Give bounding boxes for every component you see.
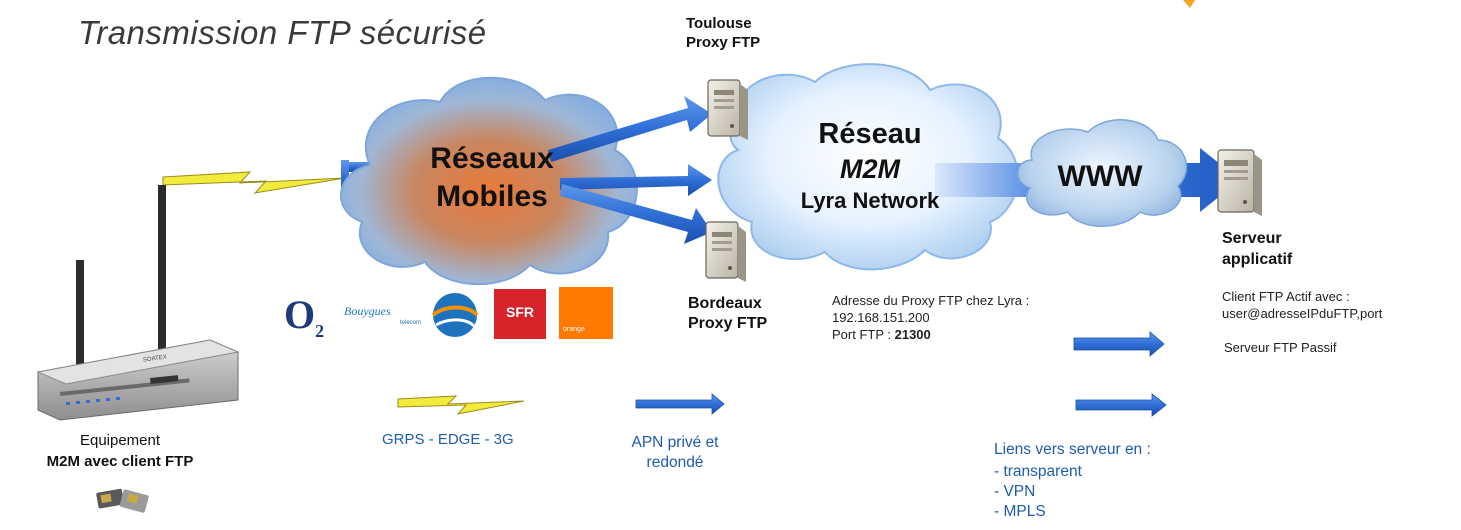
orange-logo [559, 287, 613, 339]
device-line1: Equipement [79, 432, 161, 449]
links-item-vpn: - VPN [994, 483, 1036, 500]
links-title: Liens vers serveur en : [994, 441, 1151, 458]
toulouse-line1: Toulouse [686, 15, 752, 32]
proxy-address-info: Adresse du Proxy FTP chez Lyra : 192.168… [832, 292, 1029, 343]
m2m-network-line3: Lyra Network [800, 188, 940, 213]
o2-subscript: 2 [315, 321, 325, 341]
proxy-address-ip: 192.168.151.200 [832, 310, 930, 325]
mobile-network-label: Réseaux Mobiles [392, 140, 592, 216]
server-line1: Serveur [1222, 230, 1282, 247]
o2-letter: O [284, 292, 316, 337]
o2-logo: O2 [284, 291, 324, 342]
server-client-line2: user@adresseIPduFTP,port [1222, 306, 1383, 321]
bordeaux-proxy-label: Bordeaux Proxy FTP [688, 294, 798, 334]
links-list: - transparent - VPN - MPLS [994, 462, 1082, 522]
bouygues-logo [431, 293, 479, 337]
links-item-transparent: - transparent [994, 463, 1082, 480]
server-client-info: Client FTP Actif avec : user@adresseIPdu… [1222, 288, 1382, 322]
bordeaux-proxy-server-icon [705, 221, 746, 282]
bouygues-subtext: telecom [400, 320, 422, 326]
orange-text: orange [563, 326, 585, 333]
mobile-network-line1: Réseaux [430, 142, 554, 175]
proxy-arrow-icon [1073, 331, 1165, 357]
m2m-network-cloud [717, 63, 1019, 271]
bordeaux-line1: Bordeaux [688, 295, 762, 312]
radio-technologies-label: GRPS - EDGE - 3G [382, 431, 514, 448]
toulouse-proxy-label: Toulouse Proxy FTP [686, 14, 796, 52]
proxy-port-value: 21300 [894, 327, 931, 342]
proxy-port-label: Port FTP : [832, 327, 895, 342]
m2m-device-label: Equipement M2M avec client FTP [10, 430, 230, 472]
m2m-device-icon [36, 185, 240, 421]
sfr-logo [494, 289, 546, 339]
m2m-network-line1: Réseau [818, 118, 922, 150]
radio-link-lightning-icon [162, 171, 346, 194]
application-server-icon [1217, 149, 1262, 216]
device-line2: M2M avec client FTP [46, 453, 194, 470]
m2m-network-line2: M2M [840, 154, 900, 184]
application-server-label: Serveur applicatif [1222, 228, 1342, 270]
www-cloud [1017, 119, 1188, 227]
bouygues-text: Bouygues [344, 304, 391, 318]
apn-arrow-icon [635, 393, 725, 415]
bordeaux-line2: Proxy FTP [688, 315, 768, 332]
www-label: WWW [1057, 160, 1143, 193]
server-client-line1: Client FTP Actif avec : [1222, 289, 1350, 304]
server-passive-mode: Serveur FTP Passif [1224, 340, 1337, 355]
mobile-network-cloud [339, 76, 638, 286]
server-line2: applicatif [1222, 251, 1293, 268]
links-arrow-icon [1075, 393, 1167, 417]
proxy-address-port-row: Port FTP : 21300 [832, 326, 1029, 343]
apn-line1: APN privé et [631, 434, 719, 451]
m2m-network-label: Réseau M2M Lyra Network [755, 116, 985, 216]
apn-line2: redondé [646, 454, 704, 471]
mobile-to-proxy-arrows [548, 96, 712, 244]
sfr-text: SFR [506, 304, 534, 320]
legend-lightning-icon [397, 395, 525, 415]
apn-label: APN privé et redondé [612, 433, 738, 473]
sim-cards-icon [96, 488, 149, 513]
links-item-mpls: - MPLS [994, 503, 1046, 520]
mobile-network-line2: Mobiles [436, 180, 548, 213]
toulouse-line2: Proxy FTP [686, 34, 761, 51]
toulouse-proxy-server-icon [707, 79, 748, 140]
corner-decoration [1183, 0, 1195, 8]
page-title: Transmission FTP sécurisé [78, 14, 487, 51]
proxy-address-line1: Adresse du Proxy FTP chez Lyra : [832, 293, 1030, 308]
